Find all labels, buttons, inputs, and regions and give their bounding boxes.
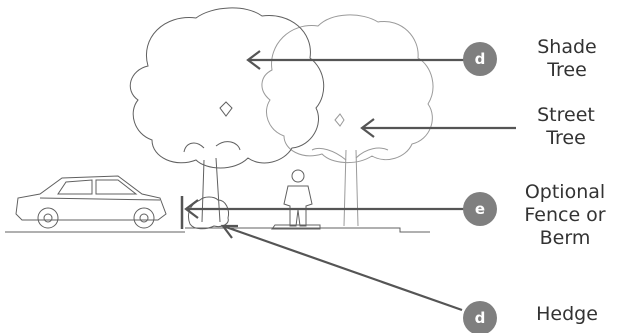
label-hedge: Hedge xyxy=(536,303,598,325)
shade-tree-arrow xyxy=(248,51,470,69)
badge-hedge: d xyxy=(463,301,497,333)
street-tree-sketch xyxy=(262,15,433,226)
badge-shade-tree-letter: d xyxy=(475,50,486,68)
label-street-tree-line2: Tree xyxy=(545,127,586,149)
person-sketch xyxy=(284,170,312,226)
label-fence-line3: Berm xyxy=(540,227,591,249)
shade-tree-sketch xyxy=(130,8,323,222)
badge-hedge-letter: d xyxy=(475,309,486,327)
badge-fence: e xyxy=(463,192,497,226)
hedge-arrow xyxy=(223,226,462,310)
label-shade-tree-line1: Shade xyxy=(537,36,597,58)
car-sketch xyxy=(16,176,166,228)
label-fence-line1: Optional xyxy=(525,181,605,203)
badge-shade-tree: d xyxy=(463,42,497,76)
label-fence-line2: Fence or xyxy=(524,204,605,226)
label-shade-tree-line2: Tree xyxy=(546,59,587,81)
label-street-tree-line1: Street xyxy=(537,104,595,126)
badge-fence-letter: e xyxy=(475,200,485,218)
street-tree-arrow xyxy=(362,119,516,137)
